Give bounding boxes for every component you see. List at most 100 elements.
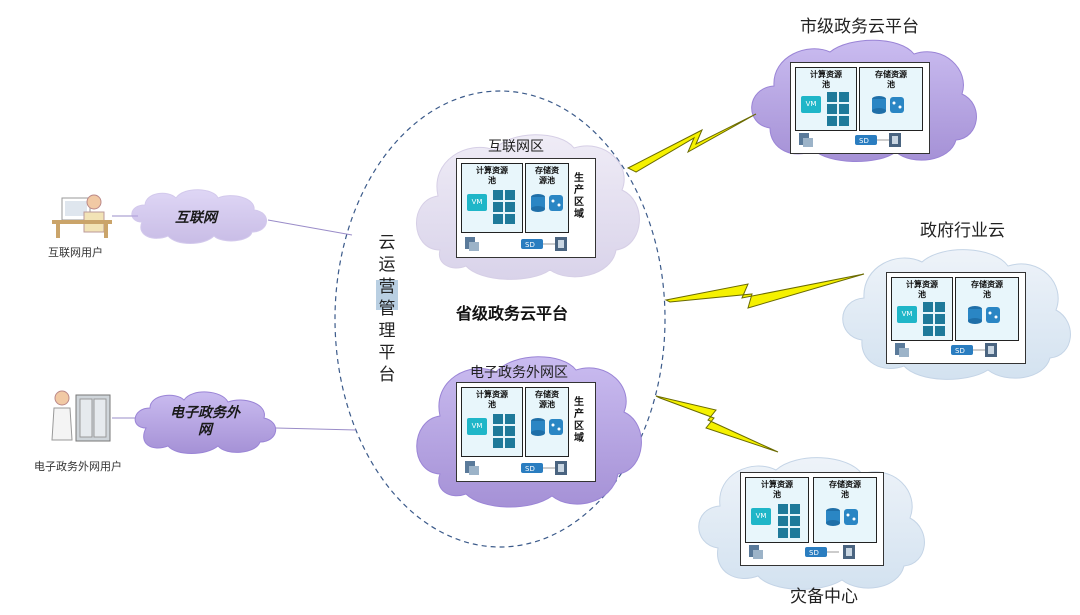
egov-cloud-label-line1: 电子政务外 bbox=[170, 405, 240, 421]
mgmt-char: 云 bbox=[378, 233, 396, 253]
provincial-boundary-ellipse bbox=[334, 90, 666, 548]
production-zone-label: 生产区域 bbox=[574, 397, 584, 444]
industry-resource-panel: 计算资源池 VM 存储资源池 SD bbox=[886, 272, 1026, 364]
server-block-icon bbox=[493, 214, 503, 224]
server-block-icon bbox=[505, 202, 515, 212]
svg-text:SD: SD bbox=[525, 465, 535, 473]
svg-text:SD: SD bbox=[525, 241, 535, 249]
server-block-icon bbox=[923, 314, 933, 324]
storage-disk-icon bbox=[872, 96, 904, 114]
mgmt-char: 台 bbox=[378, 365, 396, 385]
internet-user-icon bbox=[52, 194, 112, 238]
firewall-icon bbox=[749, 545, 763, 559]
lightning-city bbox=[626, 113, 757, 173]
server-block-icon bbox=[923, 302, 933, 312]
storage-pool-title: 存储资源池 bbox=[535, 390, 559, 409]
storage-pool: 存储资源池 bbox=[525, 387, 569, 457]
internet-cloud bbox=[131, 189, 267, 244]
internet-user-label: 互联网用户 bbox=[48, 246, 103, 259]
server-block-icon bbox=[839, 92, 849, 102]
mgmt-char: 营 bbox=[378, 277, 396, 297]
city-resource-panel: 计算资源池 VM 存储资源池 SD bbox=[790, 62, 930, 154]
vm-icon: VM bbox=[801, 96, 821, 113]
lightning-industry bbox=[664, 273, 865, 309]
vm-icon: VM bbox=[467, 194, 487, 211]
sdn-switch-icon: SD bbox=[805, 547, 827, 557]
egov-zone-title: 电子政务外网区 bbox=[470, 365, 568, 381]
server-block-icon bbox=[505, 190, 515, 200]
svg-text:SD: SD bbox=[809, 549, 819, 557]
sdn-switch-icon: SD bbox=[855, 135, 877, 145]
industry-cloud-title: 政府行业云 bbox=[920, 221, 1005, 241]
server-block-icon bbox=[935, 326, 945, 336]
compute-pool: 计算资源池 VM bbox=[461, 387, 523, 457]
server-block-icon bbox=[505, 426, 515, 436]
server-block-icon bbox=[790, 516, 800, 526]
compute-pool-title: 计算资源池 bbox=[476, 166, 508, 185]
server-block-icon bbox=[505, 214, 515, 224]
server-block-icon bbox=[790, 528, 800, 538]
firewall-icon bbox=[895, 343, 909, 357]
dr-resource-panel: 计算资源池 VM 存储资源池 SD bbox=[740, 472, 884, 566]
compute-pool-title: 计算资源池 bbox=[761, 480, 793, 499]
mgmt-char: 运 bbox=[378, 255, 396, 275]
network-devices-row: SD bbox=[465, 237, 567, 251]
dr-center-title: 灾备中心 bbox=[790, 587, 858, 607]
router-icon bbox=[555, 461, 567, 475]
svg-text:SD: SD bbox=[955, 347, 965, 355]
compute-pool-title: 计算资源池 bbox=[810, 70, 842, 89]
server-block-icon bbox=[505, 414, 515, 424]
provincial-platform-title: 省级政务云平台 bbox=[456, 304, 569, 323]
city-platform-title: 市级政务云平台 bbox=[800, 17, 919, 37]
compute-pool: 计算资源池 VM bbox=[891, 277, 953, 341]
storage-pool: 存储资源池 bbox=[859, 67, 923, 131]
server-block-icon bbox=[493, 438, 503, 448]
sdn-switch-icon: SD bbox=[521, 239, 543, 249]
internet-zone-resource-panel: 计算资源池 VM 存储资源池 生产区域 SD bbox=[456, 158, 596, 258]
compute-pool: 计算资源池 VM bbox=[795, 67, 857, 131]
line-egov-to-platform bbox=[275, 427, 357, 431]
egov-user-icon bbox=[51, 390, 111, 442]
server-block-icon bbox=[493, 426, 503, 436]
mgmt-char: 平 bbox=[378, 343, 396, 363]
storage-pool: 存储资源池 bbox=[955, 277, 1019, 341]
server-block-icon bbox=[493, 414, 503, 424]
egov-user-label: 电子政务外网用户 bbox=[34, 460, 122, 473]
server-block-icon bbox=[827, 116, 837, 126]
server-block-icon bbox=[778, 504, 788, 514]
compute-pool-title: 计算资源池 bbox=[476, 390, 508, 409]
storage-disk-icon bbox=[826, 508, 858, 526]
storage-pool: 存储资源池 bbox=[813, 477, 877, 543]
router-icon bbox=[985, 343, 997, 357]
server-block-icon bbox=[778, 528, 788, 538]
sdn-switch-icon: SD bbox=[951, 345, 973, 355]
lightning-dr bbox=[655, 395, 779, 453]
network-devices-row: SD bbox=[465, 461, 567, 475]
router-icon bbox=[889, 133, 901, 147]
firewall-icon bbox=[465, 237, 479, 251]
firewall-icon bbox=[799, 133, 813, 147]
mgmt-char: 理 bbox=[378, 321, 396, 341]
firewall-icon bbox=[465, 461, 479, 475]
router-icon bbox=[555, 237, 567, 251]
egov-cloud-label: 电子政务外 网 bbox=[160, 405, 250, 439]
network-devices-row: SD bbox=[749, 545, 855, 559]
network-devices-row: SD bbox=[799, 133, 901, 147]
server-block-icon bbox=[505, 438, 515, 448]
compute-pool-title: 计算资源池 bbox=[906, 280, 938, 299]
vm-icon: VM bbox=[751, 508, 771, 525]
cloud-operation-management-platform: 云 运 营 管 理 平 台 bbox=[376, 232, 398, 386]
storage-pool: 存储资源池 bbox=[525, 163, 569, 233]
storage-pool-title: 存储资源池 bbox=[535, 166, 559, 185]
mgmt-char: 管 bbox=[378, 299, 396, 319]
server-block-icon bbox=[790, 504, 800, 514]
egov-cloud bbox=[134, 391, 276, 454]
sdn-switch-icon: SD bbox=[521, 463, 543, 473]
server-block-icon bbox=[827, 104, 837, 114]
storage-disk-icon bbox=[968, 306, 1000, 324]
server-block-icon bbox=[839, 104, 849, 114]
line-internet-to-platform bbox=[267, 219, 353, 236]
router-icon bbox=[843, 545, 855, 559]
server-block-icon bbox=[839, 116, 849, 126]
server-block-icon bbox=[827, 92, 837, 102]
